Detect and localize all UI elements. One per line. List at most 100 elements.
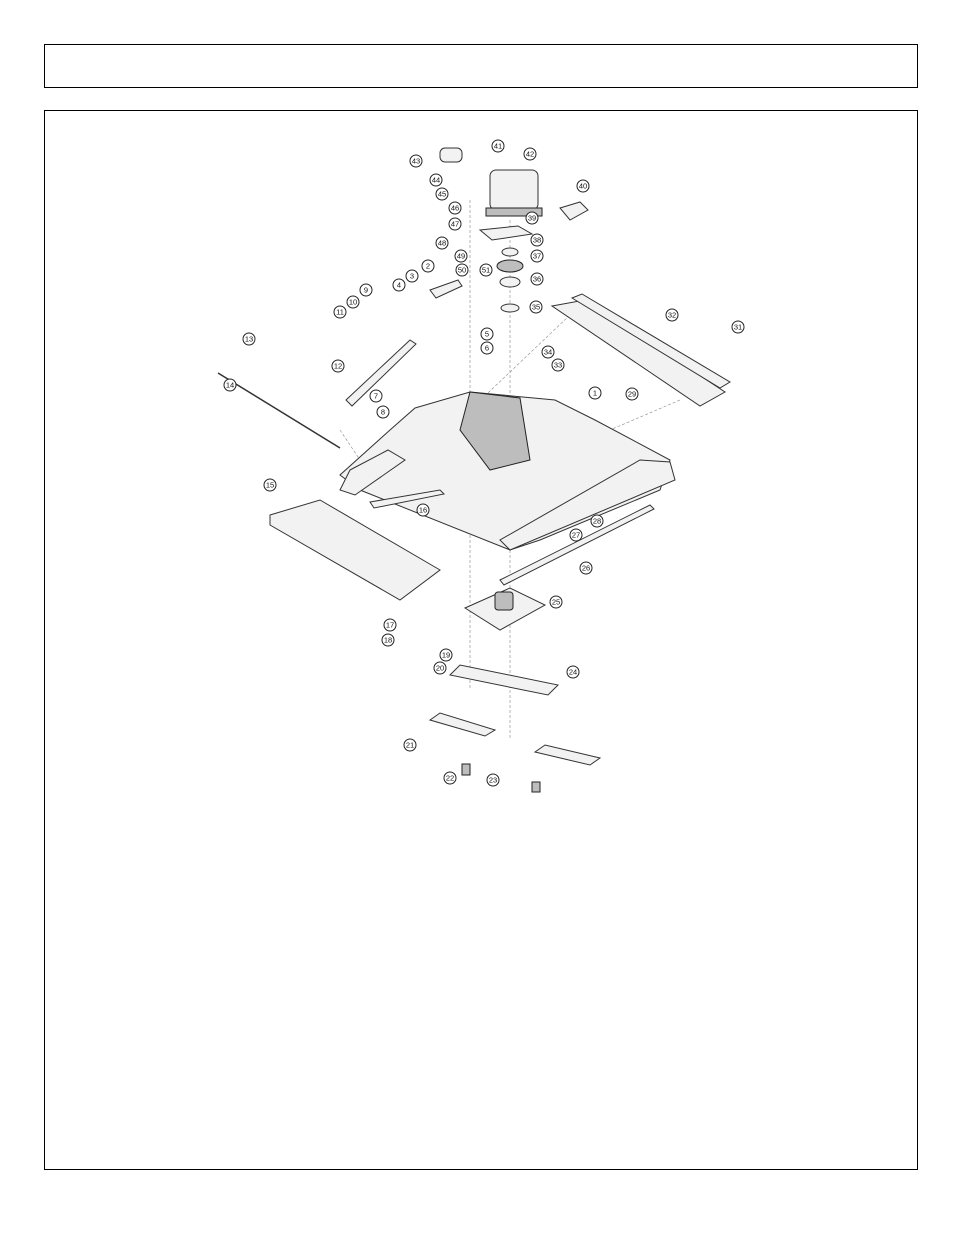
right-blade-part <box>533 744 602 766</box>
part-callout-40: 40 <box>576 179 590 193</box>
callout-circle <box>480 341 494 355</box>
part-callout-6: 6 <box>480 341 494 355</box>
callout-circle <box>491 139 505 153</box>
left-blade-part <box>428 712 497 737</box>
callout-circle <box>429 173 443 187</box>
callout-label: 33 <box>554 361 562 370</box>
part-callout-10: 10 <box>346 295 360 309</box>
part-callout-48: 48 <box>435 236 449 250</box>
part-callout-41: 41 <box>491 139 505 153</box>
callout-circle <box>448 217 462 231</box>
part-callout-14: 14 <box>223 378 237 392</box>
callout-label: 24 <box>569 668 577 677</box>
coupler-part <box>559 201 589 221</box>
callout-label: 1 <box>593 389 597 398</box>
callout-circle <box>405 269 419 283</box>
carrier-hub-part <box>494 591 514 611</box>
callout-label: 51 <box>482 266 490 275</box>
callout-label: 48 <box>438 239 446 248</box>
callout-circle <box>263 478 277 492</box>
callout-circle <box>346 295 360 309</box>
callout-label: 35 <box>532 303 540 312</box>
callout-label: 18 <box>384 636 392 645</box>
callout-label: 29 <box>628 390 636 399</box>
callout-circle <box>731 320 745 334</box>
spindle-hub-part <box>496 259 524 273</box>
sleeve-part <box>439 147 463 163</box>
callout-circle <box>551 358 565 372</box>
rear-skirt-part <box>550 299 726 407</box>
callout-label: 14 <box>226 381 234 390</box>
part-callout-20: 20 <box>433 661 447 675</box>
part-callout-12: 12 <box>331 359 345 373</box>
front-guard-part <box>269 499 441 601</box>
callout-label: 27 <box>572 531 580 540</box>
callout-label: 13 <box>245 335 253 344</box>
callout-circle <box>242 332 256 346</box>
part-callout-16: 16 <box>416 503 430 517</box>
callout-label: 28 <box>593 517 601 526</box>
callout-label: 43 <box>412 157 420 166</box>
callout-label: 49 <box>457 252 465 261</box>
callout-circle <box>588 386 602 400</box>
skid-strip-part <box>499 504 655 586</box>
bracket-part <box>429 279 463 299</box>
bearing-part <box>499 276 521 288</box>
part-callout-1: 1 <box>588 386 602 400</box>
part-callout-44: 44 <box>429 173 443 187</box>
callout-label: 6 <box>485 344 489 353</box>
part-callout-23: 23 <box>486 773 500 787</box>
callout-label: 17 <box>386 621 394 630</box>
callout-label: 25 <box>552 598 560 607</box>
callout-circle <box>392 278 406 292</box>
part-callout-22: 22 <box>443 771 457 785</box>
callout-circle <box>455 263 469 277</box>
callout-label: 10 <box>349 298 357 307</box>
callout-label: 44 <box>432 176 440 185</box>
blade-bar-part <box>448 664 560 696</box>
part-callout-42: 42 <box>523 147 537 161</box>
part-callout-36: 36 <box>530 272 544 286</box>
callout-circle <box>579 561 593 575</box>
callout-circle <box>331 359 345 373</box>
callout-circle <box>403 738 417 752</box>
part-callout-29: 29 <box>625 387 639 401</box>
callout-circle <box>454 249 468 263</box>
callout-circle <box>443 771 457 785</box>
part-callout-37: 37 <box>530 249 544 263</box>
callout-circle <box>435 187 449 201</box>
callout-circle <box>223 378 237 392</box>
part-callout-15: 15 <box>263 478 277 492</box>
assembly-axis-line <box>469 314 571 411</box>
part-callout-21: 21 <box>403 738 417 752</box>
part-callout-31: 31 <box>731 320 745 334</box>
callout-label: 42 <box>526 150 534 159</box>
callout-circle <box>530 249 544 263</box>
part-callout-11: 11 <box>333 305 347 319</box>
callout-label: 9 <box>364 286 368 295</box>
callout-circle <box>435 236 449 250</box>
part-callout-28: 28 <box>590 514 604 528</box>
callout-circle <box>665 308 679 322</box>
callout-label: 12 <box>334 362 342 371</box>
part-callout-8: 8 <box>376 405 390 419</box>
callout-circle <box>421 259 435 273</box>
callout-label: 4 <box>397 281 401 290</box>
gasket-part <box>478 225 534 241</box>
callout-circle <box>541 345 555 359</box>
callout-circle <box>479 263 493 277</box>
deck-frame-top-part <box>459 391 531 471</box>
part-callout-43: 43 <box>409 154 423 168</box>
callout-label: 47 <box>451 220 459 229</box>
callout-label: 31 <box>734 323 742 332</box>
callout-label: 39 <box>528 214 536 223</box>
part-callout-47: 47 <box>448 217 462 231</box>
gas-strut-part <box>345 339 417 407</box>
gearbox-part <box>489 169 539 211</box>
callout-label: 40 <box>579 182 587 191</box>
callout-circle <box>381 633 395 647</box>
seal-part <box>500 303 520 313</box>
callout-circle <box>376 405 390 419</box>
callout-circle <box>409 154 423 168</box>
blade-bolt-part <box>461 763 471 776</box>
